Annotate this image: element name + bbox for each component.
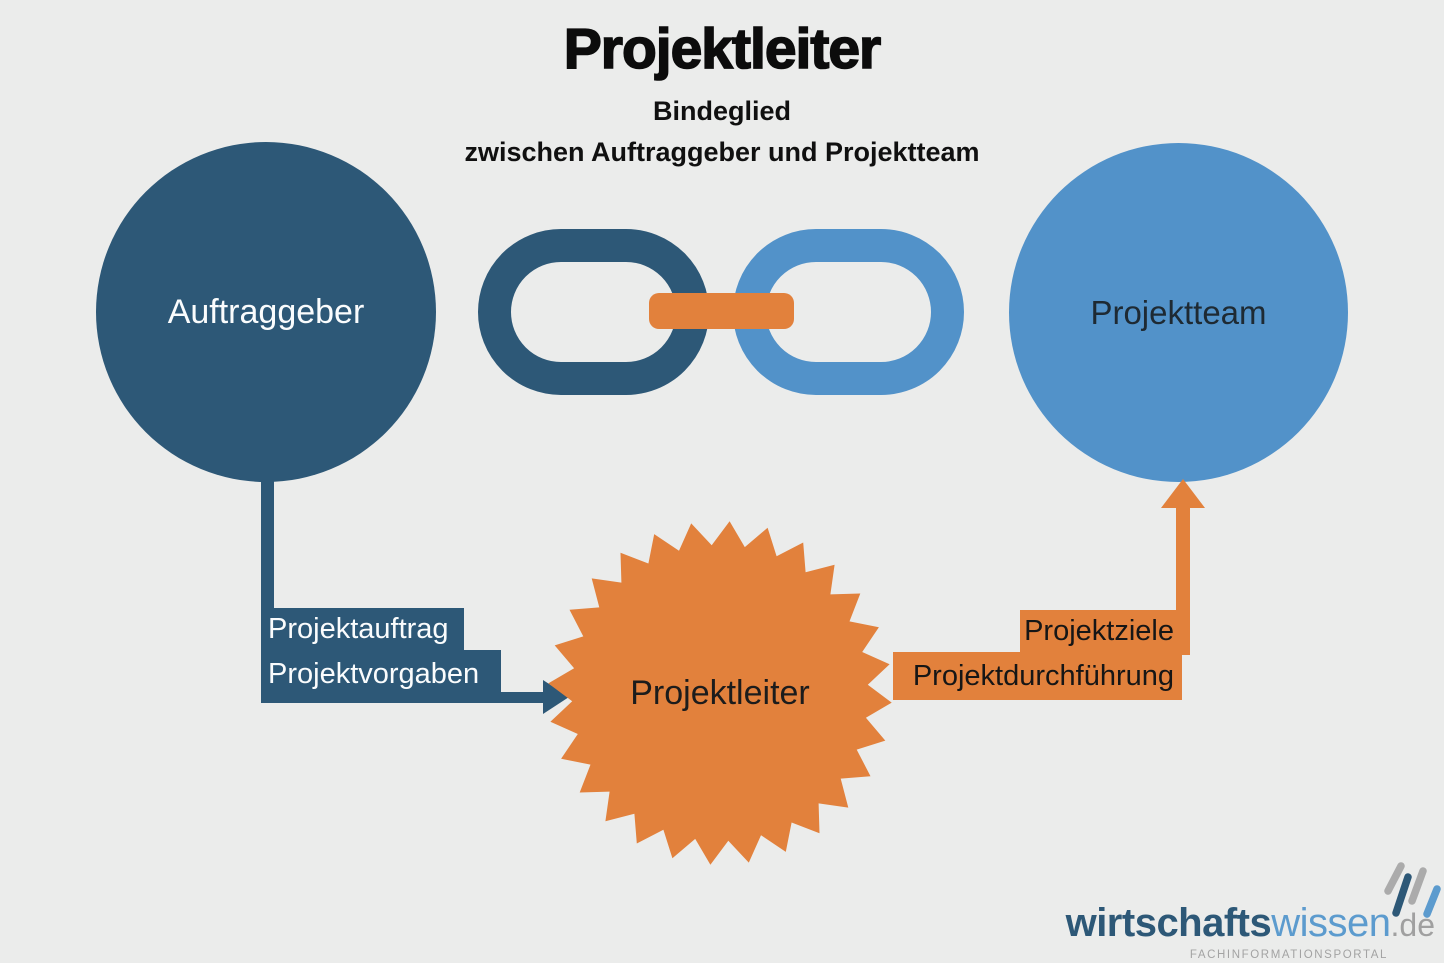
projektleiter-label: Projektleiter	[630, 673, 810, 712]
auftraggeber-label: Auftraggeber	[167, 292, 365, 331]
label-projektauftrag: Projektauftrag	[261, 608, 464, 650]
label-projektauftrag-text: Projektauftrag	[268, 612, 449, 645]
label-projektvorgaben-text: Projektvorgaben	[268, 657, 480, 690]
brand-part1: wirtschafts	[1065, 901, 1272, 945]
chain-connector-bar-icon	[649, 293, 794, 329]
projektteam-label: Projektteam	[1090, 293, 1267, 331]
projektteam-circle: Projektteam	[1009, 143, 1348, 482]
brand-wordmark: wirtschaftswissen.de	[1066, 901, 1435, 946]
brand-tagline: FACHINFORMATIONSPORTAL	[1189, 949, 1388, 961]
page-title: Projektleiter	[563, 16, 882, 82]
label-projektziele: Projektziele	[1020, 610, 1182, 652]
arrow-up-icon	[1161, 479, 1205, 508]
projektleiter-starburst-icon	[548, 521, 892, 865]
auftraggeber-circle: Auftraggeber	[96, 142, 436, 482]
logo-slashes-icon	[1384, 862, 1441, 918]
label-projektdurchfuehrung-text: Projektdurchführung	[912, 659, 1174, 692]
label-projektvorgaben: Projektvorgaben	[261, 650, 501, 698]
subtitle-line-2: zwischen Auftraggeber und Projektteam	[464, 137, 980, 167]
label-projektdurchfuehrung: Projektdurchführung	[893, 652, 1182, 700]
subtitle-line-1: Bindeglied	[652, 96, 791, 126]
brand-suffix: .de	[1390, 907, 1435, 943]
label-projektziele-text: Projektziele	[1024, 614, 1174, 647]
brand-part2: wissen	[1271, 901, 1391, 945]
